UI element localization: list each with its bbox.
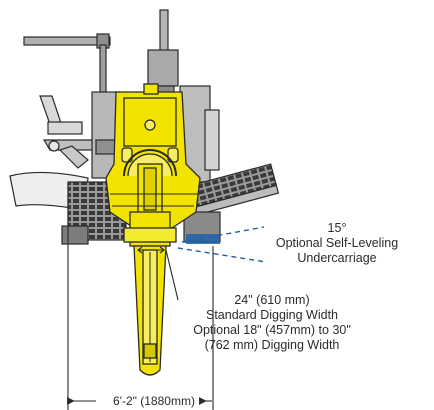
self-leveling-line2: Undercarriage <box>297 251 377 265</box>
digging-width-line3: Optional 18" (457mm) to 30" <box>193 323 351 337</box>
overall-width-label: 6'-2" (1880mm) <box>113 394 195 408</box>
machine-body <box>105 83 201 229</box>
exhaust-stack <box>147 9 179 95</box>
digging-width-marker <box>137 246 179 301</box>
right-track-foot <box>186 234 220 244</box>
angle-value: 15° <box>327 221 347 235</box>
self-leveling-annotation: 15° Optional Self-Leveling Undercarriage <box>252 221 422 266</box>
digging-width-line4: (762 mm) Digging Width <box>204 338 340 352</box>
angle-dashed-lines <box>177 226 267 263</box>
digging-width-annotation: 24" (610 mm) Standard Digging Width Opti… <box>172 293 372 353</box>
digging-width-line1: 24" (610 mm) <box>234 293 310 307</box>
digging-boom <box>123 211 177 376</box>
self-leveling-line1: Optional Self-Leveling <box>275 236 399 250</box>
operator-seat <box>39 95 101 169</box>
overall-width-dimension <box>67 184 214 410</box>
digging-width-line2: Standard Digging Width <box>205 308 339 322</box>
